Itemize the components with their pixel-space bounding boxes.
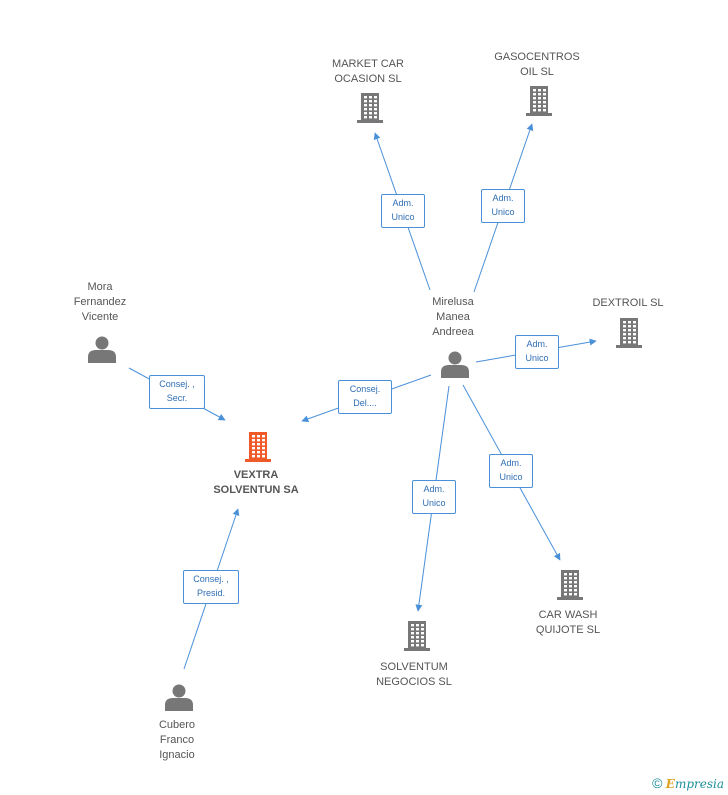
empresia-logo[interactable]: Empresia <box>665 777 724 791</box>
node-label-gasocentros[interactable]: GASOCENTROS OIL SL <box>472 50 602 80</box>
edge-label-line: Adm. <box>492 193 514 203</box>
node-label-solventum[interactable]: SOLVENTUM NEGOCIOS SL <box>349 660 479 690</box>
node-label-line: GASOCENTROS <box>494 51 580 63</box>
edge-label-line: Consej. , <box>193 574 229 584</box>
edge-label-cubero-to-vextra[interactable]: Consej. , Presid. <box>183 570 239 604</box>
copyright-footer: © Empresia <box>652 775 724 791</box>
building-icon-market[interactable] <box>357 93 383 123</box>
node-label-line: OIL SL <box>520 66 554 78</box>
building-icon-dextroil[interactable] <box>616 318 642 348</box>
node-label-line: SOLVENTUM <box>380 661 448 673</box>
node-label-line: Mirelusa <box>432 296 474 308</box>
node-label-line: MARKET CAR <box>332 58 404 70</box>
building-icon-gasocentros[interactable] <box>526 86 552 116</box>
edge-label-line: Unico <box>391 212 415 222</box>
copyright-icon: © <box>652 775 663 791</box>
edge-label-mora-to-vextra[interactable]: Consej. , Secr. <box>149 375 205 409</box>
edge-label-mirelusa-to-solventum[interactable]: Adm. Unico <box>412 480 456 514</box>
node-label-market[interactable]: MARKET CAR OCASION SL <box>303 57 433 87</box>
edge-label-line: Unico <box>491 207 515 217</box>
edge-label-line: Secr. <box>166 393 188 403</box>
edge-label-line: Adm. <box>526 339 548 349</box>
person-icon-cubero[interactable] <box>165 684 193 712</box>
edge-label-line: Consej. , <box>159 379 195 389</box>
node-label-line: DEXTROIL SL <box>592 297 664 309</box>
edge-label-mirelusa-to-carwash[interactable]: Adm. Unico <box>489 454 533 488</box>
node-label-line: OCASION SL <box>334 73 402 85</box>
node-label-vextra[interactable]: VEXTRA SOLVENTUN SA <box>186 468 326 498</box>
edge-label-line: Unico <box>422 498 446 508</box>
edge-label-line: Del.... <box>353 398 377 408</box>
node-label-line: CAR WASH <box>538 609 598 621</box>
edge-label-mirelusa-to-gasocentros[interactable]: Adm. Unico <box>481 189 525 223</box>
node-label-line: QUIJOTE SL <box>535 624 601 636</box>
node-label-line: Cubero <box>158 719 196 731</box>
building-icon-carwash[interactable] <box>557 570 583 600</box>
node-label-line: VEXTRA <box>233 469 279 481</box>
edge-label-line: Consej. <box>349 384 381 394</box>
node-label-line: Franco <box>159 734 195 746</box>
edge-label-line: Adm. <box>500 458 522 468</box>
building-icon-solventum[interactable] <box>404 621 430 651</box>
node-label-line: SOLVENTUN SA <box>213 484 299 496</box>
edge-label-mirelusa-to-dextroil[interactable]: Adm. Unico <box>515 335 559 369</box>
edge-label-line: Adm. <box>423 484 445 494</box>
node-label-line: Mora <box>87 281 113 293</box>
node-label-line: Ignacio <box>159 749 195 761</box>
edge-label-line: Presid. <box>196 588 225 598</box>
node-label-line: Vicente <box>81 311 119 323</box>
edge-label-mirelusa-to-market[interactable]: Adm. Unico <box>381 194 425 228</box>
node-label-dextroil[interactable]: DEXTROIL SL <box>563 296 693 311</box>
edge-label-line: Unico <box>525 353 549 363</box>
node-label-line: Manea <box>436 311 470 323</box>
node-label-line: NEGOCIOS SL <box>376 676 452 688</box>
building-icon-vextra[interactable] <box>245 432 271 462</box>
node-label-line: Andreea <box>432 326 474 338</box>
edge-label-line: Adm. <box>392 198 414 208</box>
person-icon-mora[interactable] <box>88 336 116 364</box>
edge-label-mirelusa-to-vextra[interactable]: Consej. Del.... <box>338 380 392 414</box>
node-label-carwash[interactable]: CAR WASH QUIJOTE SL <box>503 608 633 638</box>
person-icon-mirelusa[interactable] <box>441 351 469 379</box>
node-label-line: Fernandez <box>73 296 127 308</box>
edge-label-line: Unico <box>499 472 523 482</box>
